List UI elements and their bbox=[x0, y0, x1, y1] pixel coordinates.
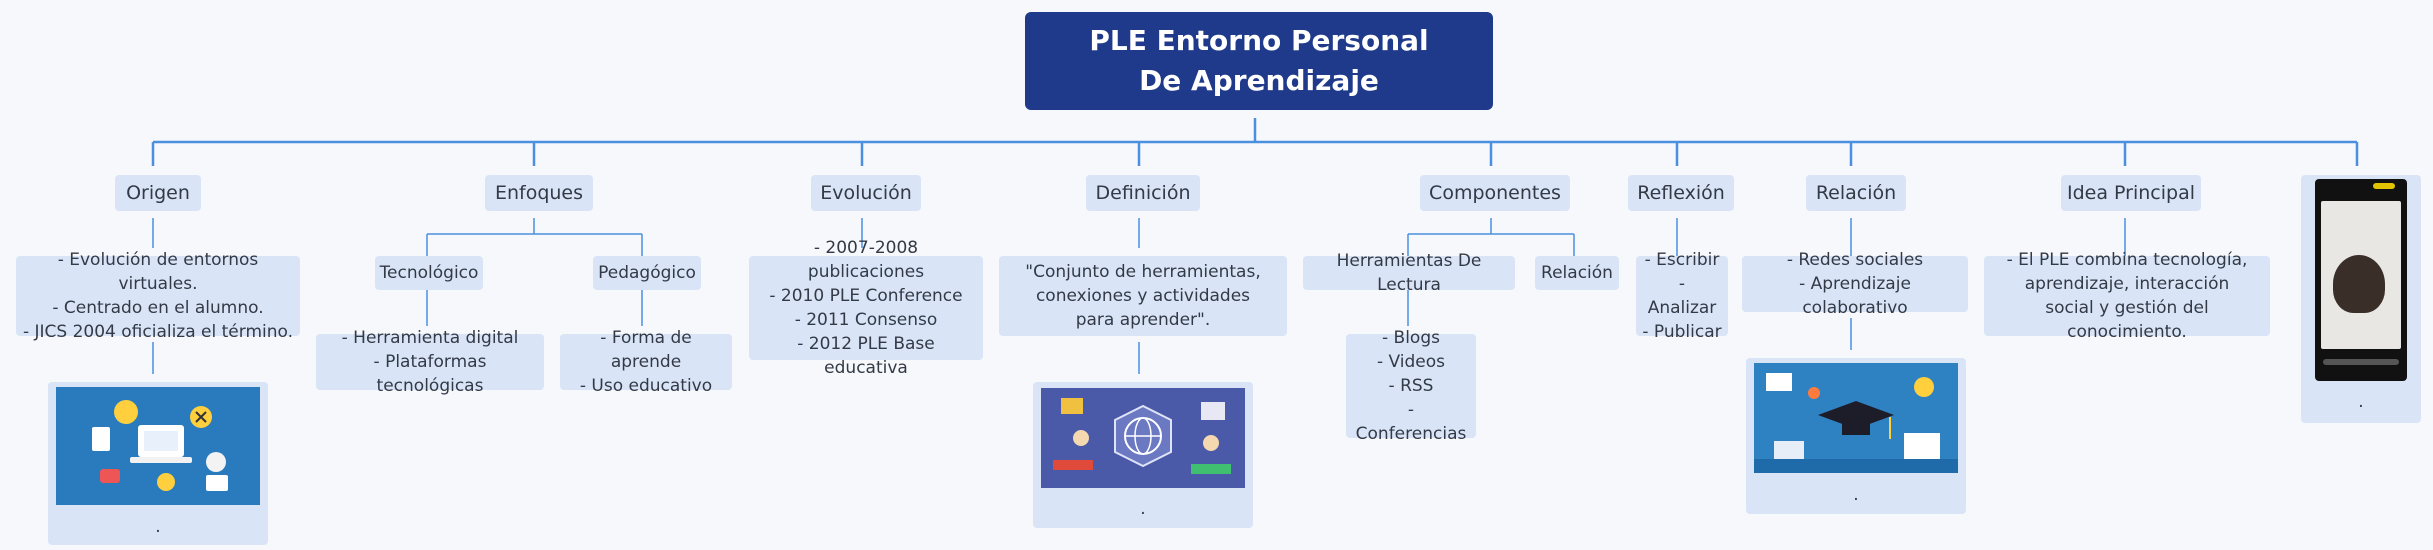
origen-details[interactable]: - Evolución de entornos virtuales. - Cen… bbox=[16, 250, 300, 342]
node-idea-principal[interactable]: Idea Principal bbox=[2061, 175, 2201, 211]
node-enfoques[interactable]: Enfoques bbox=[485, 175, 593, 211]
relacion-caption: . bbox=[1853, 485, 1859, 505]
node-componentes-relacion[interactable]: Relación bbox=[1535, 256, 1619, 290]
root-node[interactable]: PLE Entorno Personal De Aprendizaje bbox=[1025, 12, 1493, 110]
network-illustration bbox=[1041, 388, 1245, 488]
herramientas-details[interactable]: - Blogs - Videos - RSS - Conferencias bbox=[1346, 328, 1476, 444]
relacion-details[interactable]: - Redes sociales - Aprendizaje colaborat… bbox=[1742, 250, 1968, 318]
node-evolucion[interactable]: Evolución bbox=[811, 175, 921, 211]
node-reflexion[interactable]: Reflexión bbox=[1628, 175, 1734, 211]
relacion-image-card[interactable]: . bbox=[1746, 358, 1966, 514]
phone-image-card[interactable]: . bbox=[2301, 175, 2421, 423]
definicion-image-card[interactable]: . bbox=[1033, 382, 1253, 528]
node-tecnologico[interactable]: Tecnológico bbox=[375, 256, 483, 290]
node-componentes[interactable]: Componentes bbox=[1420, 175, 1570, 211]
education-illustration bbox=[56, 387, 260, 505]
node-pedagogico[interactable]: Pedagógico bbox=[593, 256, 701, 290]
origen-caption: . bbox=[155, 517, 161, 537]
reflexion-details[interactable]: - Escribir - Analizar - Publicar bbox=[1636, 250, 1728, 342]
phone-screenshot bbox=[2315, 179, 2407, 381]
graduation-cap-icon bbox=[1754, 373, 1958, 473]
definicion-details[interactable]: "Conjunto de herramientas, conexiones y … bbox=[999, 256, 1287, 336]
phone-caption: . bbox=[2358, 392, 2364, 412]
globe-network-icon bbox=[1053, 398, 1231, 474]
idea-details[interactable]: - El PLE combina tecnología, aprendizaje… bbox=[1984, 250, 2270, 342]
node-origen[interactable]: Origen bbox=[115, 175, 201, 211]
pedagogico-details[interactable]: - Forma de aprende - Uso educativo bbox=[560, 328, 732, 396]
evolucion-details[interactable]: - 2007-2008 publicaciones - 2010 PLE Con… bbox=[749, 238, 983, 378]
education-collage-illustration bbox=[1754, 363, 1958, 473]
definicion-caption: . bbox=[1140, 499, 1146, 519]
tecnologico-details[interactable]: - Herramienta digital - Plataformas tecn… bbox=[316, 328, 544, 396]
laptop-icon bbox=[92, 400, 228, 491]
origen-image-card[interactable]: . bbox=[48, 382, 268, 545]
node-definicion[interactable]: Definición bbox=[1086, 175, 1200, 211]
node-herramientas-de-lectura[interactable]: Herramientas De Lectura bbox=[1303, 251, 1515, 295]
node-relacion[interactable]: Relación bbox=[1806, 175, 1906, 211]
